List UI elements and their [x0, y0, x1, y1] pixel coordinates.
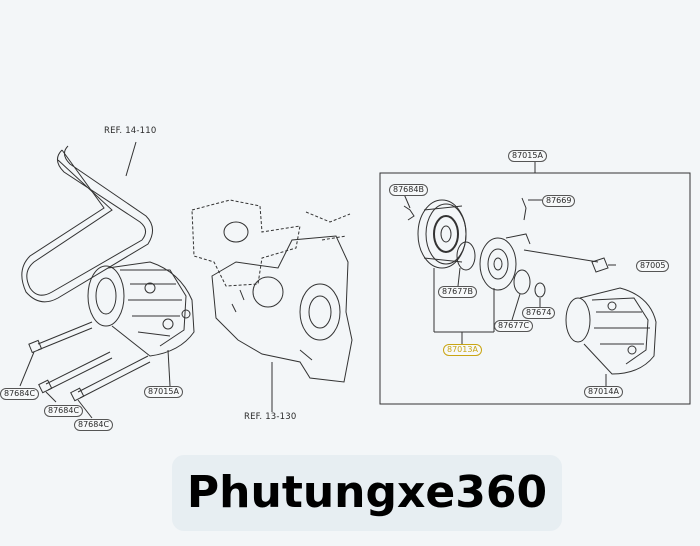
snap-ring-c [513, 269, 531, 295]
part-tag-87674: 87674 [522, 307, 556, 319]
part-tag-87684b: 87684B [389, 184, 428, 196]
engine-block [191, 199, 353, 383]
bolt-87684b [403, 205, 415, 221]
drive-belt [21, 145, 153, 303]
screw-87669 [521, 197, 527, 221]
ref-label-13-130: REF. 13-130 [244, 412, 297, 422]
part-tag-87005: 87005 [636, 260, 670, 272]
compressor-right [565, 287, 657, 375]
clutch-hub [479, 233, 531, 291]
part-tag-87014a: 87014A [584, 386, 623, 398]
part-tag-87669: 87669 [542, 195, 576, 207]
watermark-text: Phutungxe360 [186, 467, 548, 518]
washer [534, 282, 546, 298]
part-tag-87677b: 87677B [438, 286, 477, 298]
bracket-87005 [591, 257, 609, 273]
part-tag-87677c: 87677C [494, 320, 534, 332]
part-tag-87684c-1: 87684C [0, 388, 40, 400]
ref-14-110-leader [125, 141, 137, 177]
compressor-left [87, 261, 195, 357]
part-tag-87684c-2: 87684C [44, 405, 84, 417]
pulley [417, 199, 467, 269]
snap-ring-b [456, 241, 476, 271]
part-tag-87684c-3: 87684C [74, 419, 114, 431]
ref-label-14-110: REF. 14-110 [104, 126, 157, 136]
part-tag-87015a-left: 87015A [144, 386, 183, 398]
bolts [19, 321, 171, 419]
watermark-banner [172, 455, 562, 531]
part-tag-87013a: 87013A [443, 344, 482, 356]
part-tag-87015a-box: 87015A [508, 150, 547, 162]
